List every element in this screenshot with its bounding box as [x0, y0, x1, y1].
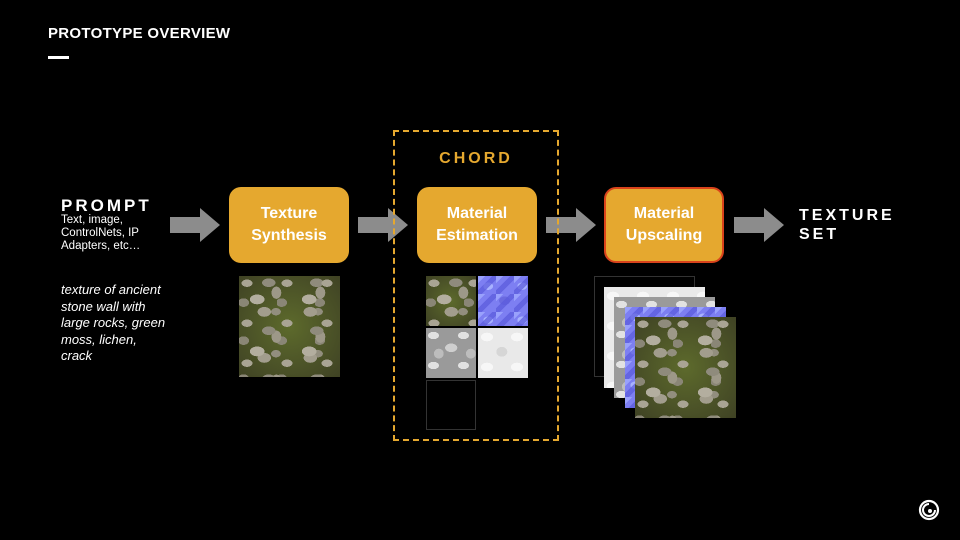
height-map-image: [478, 328, 528, 378]
material-upscaling-stage: Material Upscaling: [604, 187, 724, 263]
normal-map-image: [478, 276, 528, 326]
ubisoft-swirl-icon: [918, 499, 940, 521]
slide-title: PROTOTYPE OVERVIEW: [48, 25, 231, 42]
right-arrow-icon: [734, 208, 784, 242]
prompt-example-text: texture of ancient stone wall with large…: [61, 282, 166, 363]
upscaled-albedo-map-image: [635, 317, 736, 418]
albedo-map-image: [426, 276, 476, 326]
material-estimation-label: Material Estimation: [436, 205, 518, 244]
material-upscaling-label: Material Upscaling: [625, 205, 703, 244]
metallic-map-image: [426, 380, 476, 430]
texture-synthesis-label: Texture Synthesis: [251, 205, 327, 244]
right-arrow-icon: [358, 208, 408, 242]
chord-group-box: [393, 130, 559, 441]
chord-label: CHORD: [439, 150, 513, 167]
title-underline: [48, 56, 69, 59]
material-estimation-stage: Material Estimation: [417, 187, 537, 263]
prompt-heading: PROMPT: [61, 196, 152, 215]
synthesized-texture-image: [239, 276, 340, 377]
prompt-subtext: Text, image, ControlNets, IP Adapters, e…: [61, 214, 141, 252]
right-arrow-icon: [546, 208, 596, 242]
texture-set-label: TEXTURE SET: [799, 207, 895, 243]
roughness-map-image: [426, 328, 476, 378]
right-arrow-icon: [170, 208, 220, 242]
texture-synthesis-stage: Texture Synthesis: [229, 187, 349, 263]
